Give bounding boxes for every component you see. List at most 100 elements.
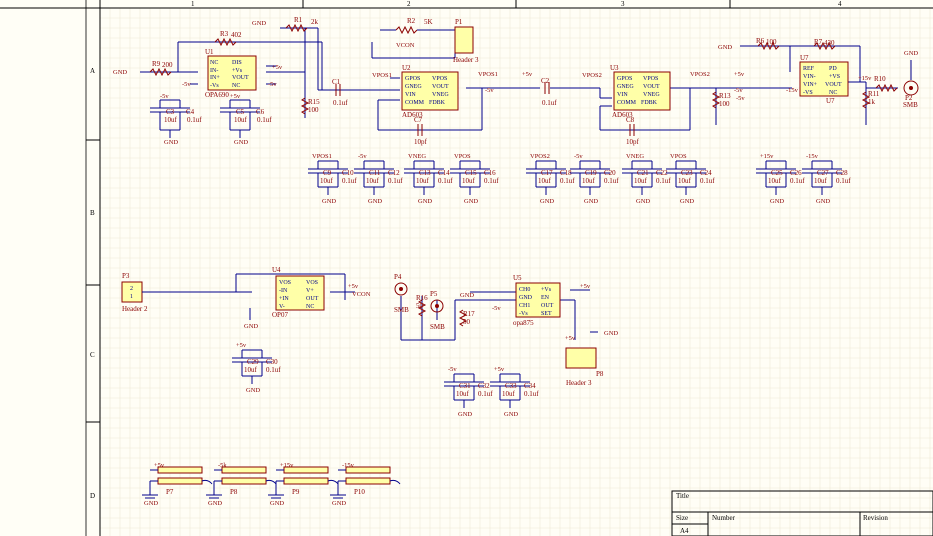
r1-resistor[interactable]: R1 2k	[285, 16, 319, 33]
u5-ref: U5	[513, 274, 522, 282]
r10-resistor[interactable]: R10	[874, 75, 898, 93]
r11-label: R11	[868, 90, 880, 98]
c1-value: 0.1uf	[333, 99, 348, 107]
dec-group-2-c1-ref: C11	[369, 169, 381, 177]
dec-group-3-c2-ref: C14	[438, 169, 450, 177]
u2-value: AD603	[402, 111, 423, 119]
u4-value: OP07	[272, 311, 288, 319]
dec-group-2-gnd: GND	[368, 198, 382, 205]
gnd-p2: GND	[904, 50, 918, 57]
u3-pin-comm: COMM	[617, 100, 637, 106]
r16-resistor[interactable]: R16 50	[416, 294, 428, 317]
size-value: A4	[680, 527, 689, 535]
u4-wiring	[142, 273, 355, 320]
dec-group-u4-gnd: GND	[246, 387, 260, 394]
u7-pin-pd: PD	[829, 66, 837, 72]
dec-group-4-gnd: GND	[464, 198, 478, 205]
dec-group-8-gnd: GND	[680, 198, 694, 205]
p4-value: SMB	[394, 306, 409, 314]
power-header-2-ref: P8	[230, 488, 238, 496]
r9-resistor[interactable]: R9 200	[149, 60, 173, 77]
u1-pin-vs-plus: +Vs	[232, 68, 243, 74]
r11-resistor[interactable]: R11 1k	[861, 90, 880, 109]
dec-group-8-net: VPOS	[670, 153, 687, 160]
c7-capacitor[interactable]: C7 10pf	[414, 116, 428, 146]
vpos1-net-u2: VPOS1	[372, 72, 392, 79]
dec-group-5-c2-value: 0.1uf	[560, 177, 575, 185]
r16-label: R16	[416, 294, 428, 302]
u1-pin-dis: DIS	[232, 60, 242, 66]
c3-value: 10uf	[164, 116, 178, 124]
r3-label: R3	[220, 30, 229, 38]
p1-header[interactable]: P1 Header 3	[453, 18, 479, 64]
r13-resistor[interactable]: R13 100	[711, 91, 731, 109]
u5-pin-vs-plus: +Vs	[541, 287, 552, 293]
r13-value: 100	[719, 100, 730, 108]
r15-resistor[interactable]: R15 100	[300, 97, 320, 115]
dec-group-u5-a-c1-ref: C31	[459, 382, 471, 390]
r2-resistor[interactable]: R2 5K	[380, 17, 455, 35]
p5-smb[interactable]: P5 SMB	[430, 290, 445, 331]
p4-ref: P4	[394, 273, 402, 281]
dec-group-2-net: -5v	[358, 153, 367, 160]
dec-group-u5-a-gnd: GND	[458, 411, 472, 418]
u3-ref: U3	[610, 64, 619, 72]
c2-capacitor[interactable]: C2 0.1uf	[541, 77, 557, 107]
dec-group-u5-b-c2-value: 0.1uf	[524, 390, 539, 398]
u5-opa875[interactable]: U5 opa875 CH0 GND CH1 -Vs +Vs EN OUT SET	[513, 274, 561, 327]
u2-pin-vout: VOUT	[432, 84, 449, 90]
dec-group-u5-a-c2-ref: C32	[478, 382, 490, 390]
p2-smb-output[interactable]: P2 SMB	[903, 80, 919, 109]
dec-group-7-c1-ref: C21	[637, 169, 649, 177]
dec-group-5-net: VPOS2	[530, 153, 550, 160]
r17-resistor[interactable]: R17 50	[458, 309, 475, 327]
gnd-u4: GND	[244, 323, 258, 330]
u3-vga[interactable]: U3 AD603 GPOS VPOS GNEG VOUT VIN VNEG CO…	[610, 64, 671, 119]
dec-group-6-c2-value: 0.1uf	[604, 177, 619, 185]
u3-pin-gneg: GNEG	[617, 84, 634, 90]
dec-group-u5-b-net: +5v	[494, 366, 505, 373]
u4-opamp[interactable]: U4 OP07 VOS -IN +IN V- VOS V+ OUT NC	[272, 266, 325, 319]
u7-ths-amp[interactable]: U7 U7 REF VIN- VIN+ -VS PD +VS VOUT NC	[799, 54, 849, 105]
dec-group-10-c2-ref: C28	[836, 169, 848, 177]
p3-ref: P3	[122, 272, 130, 280]
p3-header[interactable]: 2 1 P3 Header 2	[121, 272, 148, 313]
r3-resistor[interactable]: R3 402	[214, 30, 242, 47]
dec-group-10-c1-value: 10uf	[814, 177, 828, 185]
r7-resistor[interactable]: R7 430	[813, 38, 836, 51]
p4-smb[interactable]: P4 SMB	[394, 273, 409, 314]
dec-group-9-c1-ref: C25	[771, 169, 783, 177]
u2-pin-gpos: GPOS	[405, 76, 420, 82]
r2-label: R2	[407, 17, 416, 25]
u1-opamp[interactable]: U1 OPA690 NC IN- IN+ -Vs DIS +Vs VOUT NC	[205, 48, 257, 99]
u7-plus15: +15v	[858, 75, 872, 82]
c8-capacitor[interactable]: C8 10pf	[626, 116, 640, 146]
u2-vga[interactable]: U2 AD603 GPOS VPOS GNEG VOUT VIN VNEG CO…	[401, 64, 459, 119]
u2-pin-gneg: GNEG	[405, 84, 422, 90]
dec-group-9-gnd: GND	[770, 198, 784, 205]
gnd-c5: GND	[234, 139, 248, 146]
p8-header-value: Header 3	[566, 379, 592, 387]
c1-capacitor[interactable]: C1 0.1uf	[332, 78, 348, 107]
r6-resistor[interactable]: R6 100	[756, 37, 780, 51]
p8-header[interactable]: Header 3 P8	[565, 347, 604, 387]
r17-label: R17	[463, 310, 475, 318]
